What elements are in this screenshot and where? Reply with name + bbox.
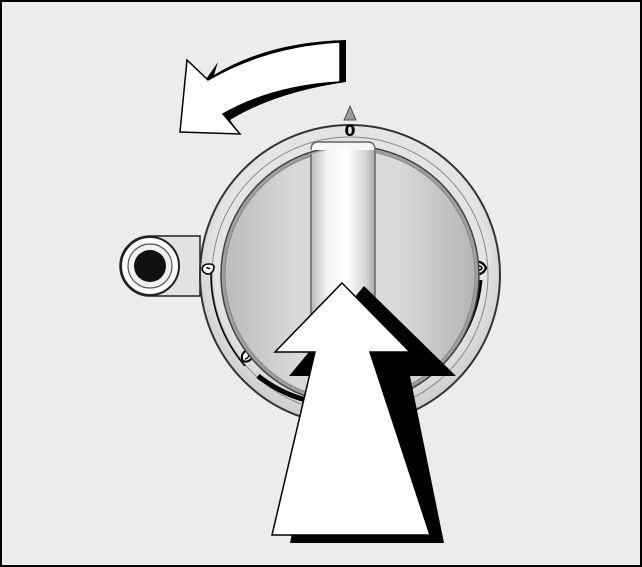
push-in-arrow [271,281,456,543]
position-pointer-icon [343,104,357,121]
low-range-arc [210,271,246,367]
rotate-counterclockwise-arrow [179,40,346,135]
small-flame-icon [201,263,215,275]
off-position-label: 0 [344,121,355,140]
indicator-button [119,235,201,297]
